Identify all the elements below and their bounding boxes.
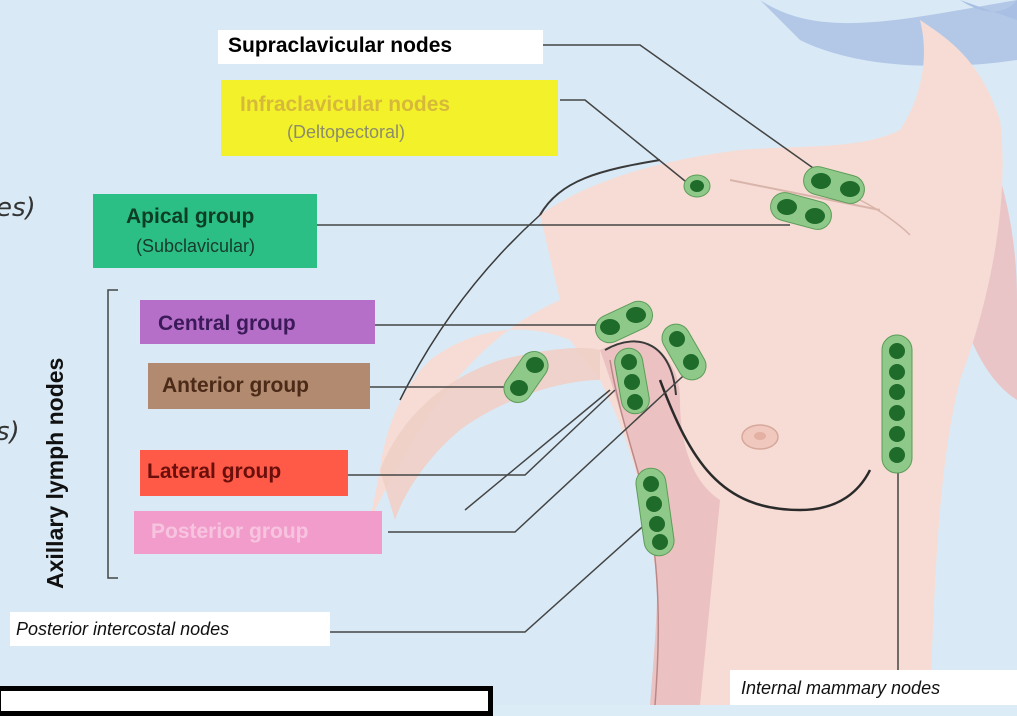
posterior-intercostal-label: Posterior intercostal nodes	[16, 619, 229, 640]
internal-mammary-label: Internal mammary nodes	[741, 678, 940, 699]
internal-mammary-node-cluster	[882, 335, 912, 473]
left-fragment-top: es)	[0, 193, 36, 223]
posterior-label: Posterior group	[151, 520, 309, 544]
central-label: Central group	[158, 312, 296, 336]
apical-label: Apical group	[126, 205, 254, 229]
infraclavicular-highlight	[221, 80, 558, 156]
bottom-panel	[0, 686, 493, 716]
axillary-lymph-nodes-label: Axillary lymph nodes	[42, 289, 69, 589]
apical-sublabel: (Subclavicular)	[136, 236, 255, 257]
lateral-label: Lateral group	[147, 460, 281, 484]
anterior-label: Anterior group	[162, 374, 309, 398]
infraclavicular-node	[684, 175, 710, 197]
infraclavicular-label: Infraclavicular nodes	[240, 93, 450, 117]
infraclavicular-sublabel: (Deltopectoral)	[287, 122, 405, 143]
supraclavicular-label: Supraclavicular nodes	[228, 34, 452, 58]
left-fragment-bottom: s)	[0, 417, 20, 447]
